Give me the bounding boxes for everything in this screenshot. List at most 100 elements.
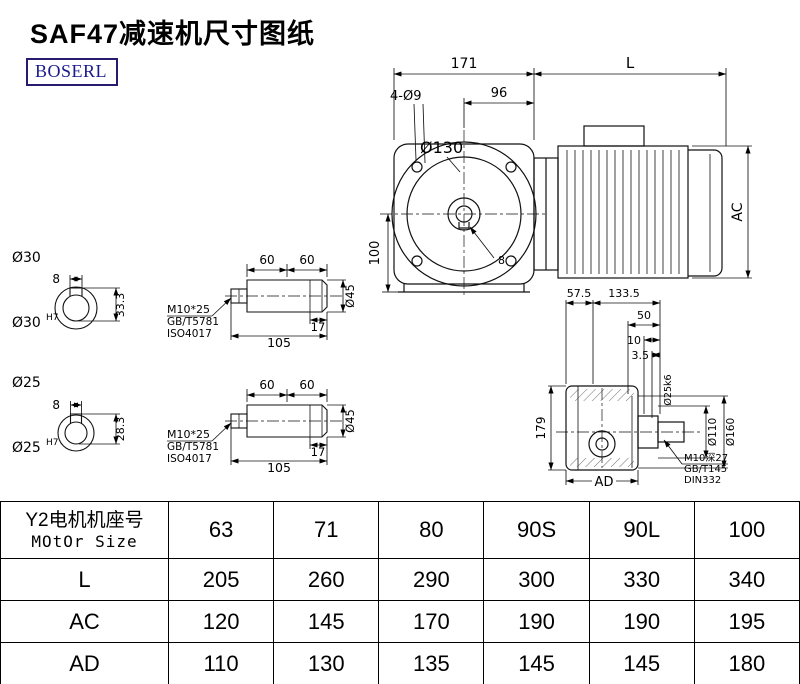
motor-size-label-cn: Y2电机机座号 <box>25 509 144 531</box>
dim-label-100: 100 <box>368 241 383 266</box>
dimension-table: Y2电机机座号 MOtOr Size 63 71 80 90S 90L 100 … <box>0 501 800 684</box>
table-cell: 110 <box>167 642 275 684</box>
note-std2-1: ISO4017 <box>167 328 212 340</box>
dim-label-shaft-d25k6: Ø25k6 <box>663 374 674 405</box>
dim-label-60a-2: 60 <box>259 378 274 392</box>
bore-section-25 <box>57 401 120 452</box>
table-cell: 135 <box>378 642 485 684</box>
dim-label-bore25: Ø25 <box>12 375 41 391</box>
table-cell-size: 90L <box>588 501 695 559</box>
table-cell: 190 <box>483 600 590 643</box>
table-cell: 180 <box>693 642 800 684</box>
dim-label-17-1: 17 <box>311 320 326 334</box>
dim-label-57-5: 57.5 <box>567 287 592 300</box>
table-cell: 170 <box>378 600 485 643</box>
table-cell: 145 <box>273 600 380 643</box>
front-view-centerlines <box>380 130 548 298</box>
dim-label-flange-dia: Ø130 <box>420 138 463 157</box>
motor-size-label-en: MOtOr Size <box>31 532 138 552</box>
dim-label-171: 171 <box>451 56 478 72</box>
terminal-box <box>583 125 645 147</box>
dim-label-bore30: Ø30 <box>12 250 41 266</box>
table-cell: 205 <box>167 558 275 601</box>
front-view-dimensions <box>382 68 752 293</box>
table-cell: 120 <box>167 600 275 643</box>
dim-label-60a-1: 60 <box>259 253 274 267</box>
note-std1-2: GB/T5781 <box>167 441 219 453</box>
brand-logo-text: BOSERL <box>35 61 108 81</box>
hub-keyway <box>458 222 470 229</box>
dim-label-179: 179 <box>534 417 548 440</box>
dim-label-key-width-30: 8 <box>52 272 60 286</box>
table-cell: 195 <box>693 600 800 643</box>
dim-label-d45-1: Ø45 <box>343 284 357 308</box>
bore-section-30 <box>54 275 120 330</box>
note-bolt-2: M10*25 <box>167 428 210 441</box>
motor-outline <box>533 125 723 279</box>
note-std2-2: ISO4017 <box>167 453 212 465</box>
note-std1-1: GB/T5781 <box>167 316 219 328</box>
brand-logo-box: BOSERL <box>26 58 119 86</box>
table-cell-size: 100 <box>693 501 800 559</box>
dim-label-bore25-fit-sup: H7 <box>46 438 59 448</box>
table-cell: 260 <box>273 558 380 601</box>
dim-label-key-height-30: 33.3 <box>114 293 127 318</box>
dim-label-AD: AD <box>595 475 614 490</box>
dim-label-bolt-holes: 4-Ø9 <box>390 89 421 104</box>
table-cell: 145 <box>588 642 695 684</box>
note-tap-std1: GB/T145 <box>684 464 727 475</box>
dim-label-hub-key: 8 <box>498 254 505 267</box>
dim-label-d110: Ø110 <box>707 418 719 446</box>
dim-label-133-5: 133.5 <box>608 287 640 300</box>
table-row-AC: AC 120 145 170 190 190 195 <box>0 600 800 643</box>
dim-label-10: 10 <box>627 334 641 347</box>
fan-cover <box>688 149 723 277</box>
table-cell: 190 <box>588 600 695 643</box>
dim-label-105-2: 105 <box>267 460 291 475</box>
table-cell: 290 <box>378 558 485 601</box>
note-tap-std2: DIN332 <box>684 475 721 486</box>
table-cell: 330 <box>588 558 695 601</box>
table-cell-size: 71 <box>273 501 380 559</box>
bolt-hole <box>411 161 423 173</box>
dim-label-L: L <box>626 54 635 72</box>
dim-label-bore25-fit: Ø25 <box>12 440 41 456</box>
side-view-centerlines <box>556 388 700 468</box>
dim-label-60b-2: 60 <box>299 378 314 392</box>
dim-label-d45-2: Ø45 <box>343 409 357 433</box>
dim-label-bore30-fit: Ø30 <box>12 315 41 331</box>
table-cell: 300 <box>483 558 590 601</box>
shaft-detail-2 <box>167 389 346 465</box>
table-row-AD: AD 110 130 135 145 145 180 <box>0 642 800 684</box>
shaft-detail-1 <box>167 264 346 340</box>
table-cell-size: 63 <box>167 501 275 559</box>
table-cell-size: 80 <box>378 501 485 559</box>
note-tap: M10深27 <box>684 452 728 464</box>
dim-label-key-width-25: 8 <box>52 398 60 412</box>
dim-label-105-1: 105 <box>267 335 291 350</box>
dim-label-bore30-fit-sup: H7 <box>46 313 59 323</box>
table-cell: 145 <box>483 642 590 684</box>
row-label-AD: AD <box>0 642 169 684</box>
dim-label-3-5: 3.5 <box>632 349 650 362</box>
bolt-hole <box>411 255 423 267</box>
bolt-hole <box>505 161 517 173</box>
technical-drawing: 171 L 96 4-Ø9 Ø130 100 AC 8 Ø30 8 33.3 Ø… <box>12 54 752 490</box>
table-header-row: Y2电机机座号 MOtOr Size 63 71 80 90S 90L 100 <box>0 501 800 559</box>
note-bolt-1: M10*25 <box>167 303 210 316</box>
table-header-label-cell: Y2电机机座号 MOtOr Size <box>0 501 169 559</box>
row-label-L: L <box>0 558 169 601</box>
dim-label-AC: AC <box>730 202 746 221</box>
row-label-AC: AC <box>0 600 169 643</box>
table-cell-size: 90S <box>483 501 590 559</box>
dim-label-d160: Ø160 <box>725 418 737 446</box>
page-title: SAF47减速机尺寸图纸 <box>30 19 316 49</box>
table-cell: 130 <box>273 642 380 684</box>
dim-label-96: 96 <box>491 86 508 101</box>
dim-label-50: 50 <box>637 309 651 322</box>
table-cell: 340 <box>693 558 800 601</box>
bolt-hole <box>505 255 517 267</box>
dim-label-key-height-25: 28.3 <box>114 417 127 442</box>
dim-label-17-2: 17 <box>311 445 326 459</box>
